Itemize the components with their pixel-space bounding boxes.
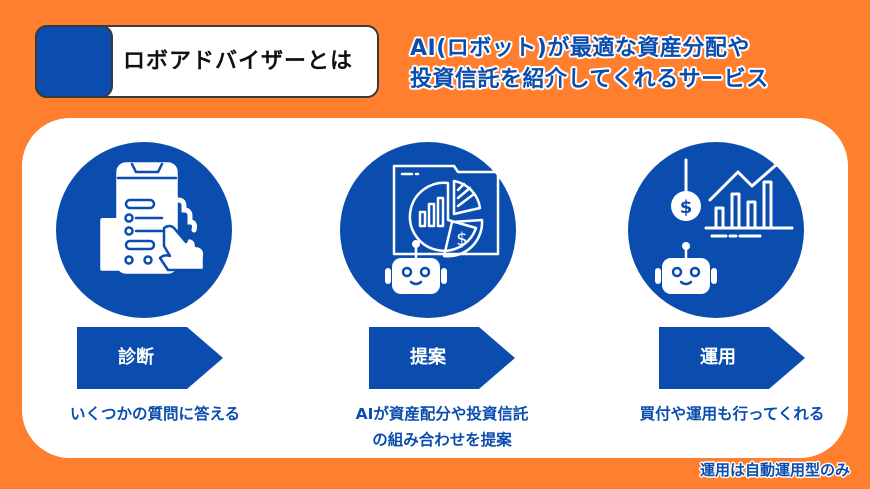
- header-bar: ロボアドバイザーとは: [35, 25, 379, 98]
- svg-text:$: $: [680, 197, 693, 218]
- tagline-line-2: 投資信託を紹介してくれるサービス: [410, 67, 769, 92]
- arrow-banner-shape: [369, 327, 515, 389]
- steps-card: 診断 いくつかの質問に答える $: [22, 118, 848, 458]
- desc-line-1: 買付や運用も行ってくれる: [639, 405, 825, 423]
- step-proposal: $ 提案 AIが資産配分や投資信託 の組み合わせを提: [312, 118, 572, 458]
- step-operation: $ 運用 買付や運用も行ってくれる: [588, 118, 848, 458]
- step-operation-description: 買付や運用も行ってくれる: [602, 401, 862, 427]
- header-accent-square: [35, 25, 113, 98]
- smartphone-tap-icon: [100, 162, 206, 274]
- step-operation-arrow: 運用: [659, 327, 805, 389]
- tagline: AI(ロボット)が最適な資産分配や 投資信託を紹介してくれるサービス: [410, 33, 769, 95]
- step-diagnosis-label: 診断: [118, 347, 154, 368]
- step-operation-label: 運用: [700, 347, 736, 368]
- desc-line-1: いくつかの質問に答える: [69, 405, 241, 423]
- step-diagnosis-arrow: 診断: [77, 327, 223, 389]
- step-proposal-arrow: 提案: [369, 327, 515, 389]
- step-diagnosis-description: いくつかの質問に答える: [25, 401, 285, 427]
- robot-portfolio-chart-icon: $: [385, 164, 500, 294]
- step-proposal-label: 提案: [410, 347, 446, 368]
- step-proposal-description: AIが資産配分や投資信託 の組み合わせを提案: [312, 401, 572, 453]
- step-diagnosis-circle: [56, 142, 232, 318]
- desc-line-2: の組み合わせを提案: [372, 431, 512, 449]
- svg-text:$: $: [456, 229, 467, 250]
- arrow-banner-shape: [659, 327, 805, 389]
- desc-line-1: AIが資産配分や投資信託: [355, 405, 529, 423]
- robot-growth-chart-icon: $: [655, 156, 794, 294]
- step-diagnosis: 診断 いくつかの質問に答える: [32, 118, 292, 458]
- header-title: ロボアドバイザーとは: [123, 49, 354, 74]
- tagline-line-1: AI(ロボット)が最適な資産分配や: [410, 36, 750, 61]
- step-operation-circle: $: [628, 142, 804, 318]
- step-proposal-circle: $: [340, 142, 516, 318]
- arrow-banner-shape: [77, 327, 223, 389]
- footnote: 運用は自動運用型のみ: [699, 461, 850, 479]
